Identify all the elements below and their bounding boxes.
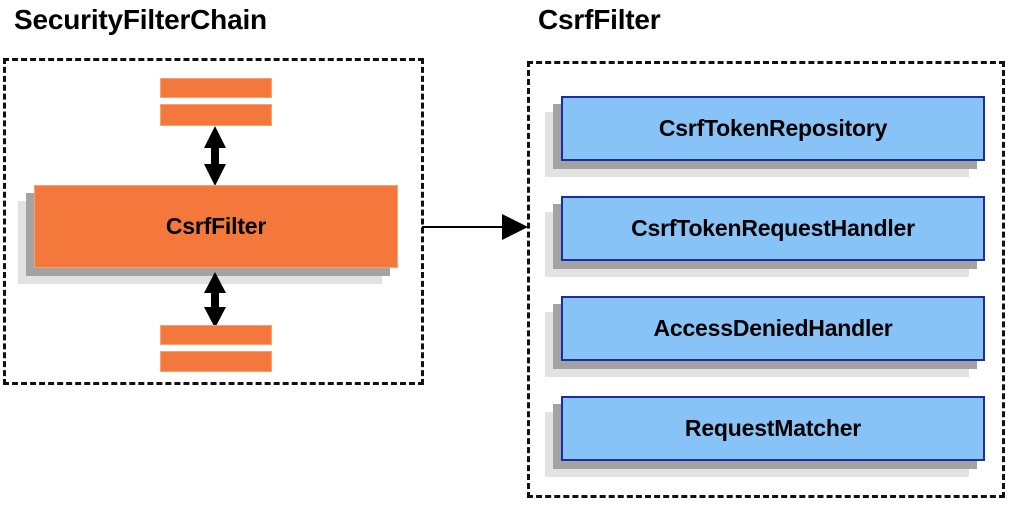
node-collaborator[interactable]: CsrfTokenRequestHandler — [561, 196, 985, 261]
securityfilterchain-panel — [3, 58, 424, 385]
node-collaborator-label: AccessDeniedHandler — [653, 315, 893, 341]
node-collaborator-label: CsrfTokenRequestHandler — [631, 215, 915, 241]
bidirectional-arrow-lower — [200, 270, 230, 330]
node-collaborator[interactable]: AccessDeniedHandler — [561, 296, 985, 361]
node-collaborator-label: RequestMatcher — [684, 415, 862, 441]
bidirectional-arrow-upper — [200, 124, 230, 188]
node-collaborator[interactable]: CsrfTokenRepository — [561, 96, 985, 161]
filter-bar-below-2 — [160, 351, 272, 372]
node-csrffilter[interactable]: CsrfFilter — [34, 185, 398, 268]
filter-bar-above-2 — [160, 104, 272, 126]
page-title-securityfilterchain: SecurityFilterChain — [14, 4, 267, 35]
node-collaborator[interactable]: RequestMatcher — [561, 396, 985, 461]
filter-bar-below-1 — [160, 325, 272, 345]
node-collaborator-label: CsrfTokenRepository — [658, 115, 888, 141]
page-title-csrffilter: CsrfFilter — [538, 4, 661, 35]
filter-bar-above-1 — [160, 78, 272, 98]
csrffilter-detail-panel — [527, 61, 1005, 498]
csrffilter-expansion-arrow — [420, 210, 532, 244]
node-csrffilter-label: CsrfFilter — [165, 213, 267, 239]
